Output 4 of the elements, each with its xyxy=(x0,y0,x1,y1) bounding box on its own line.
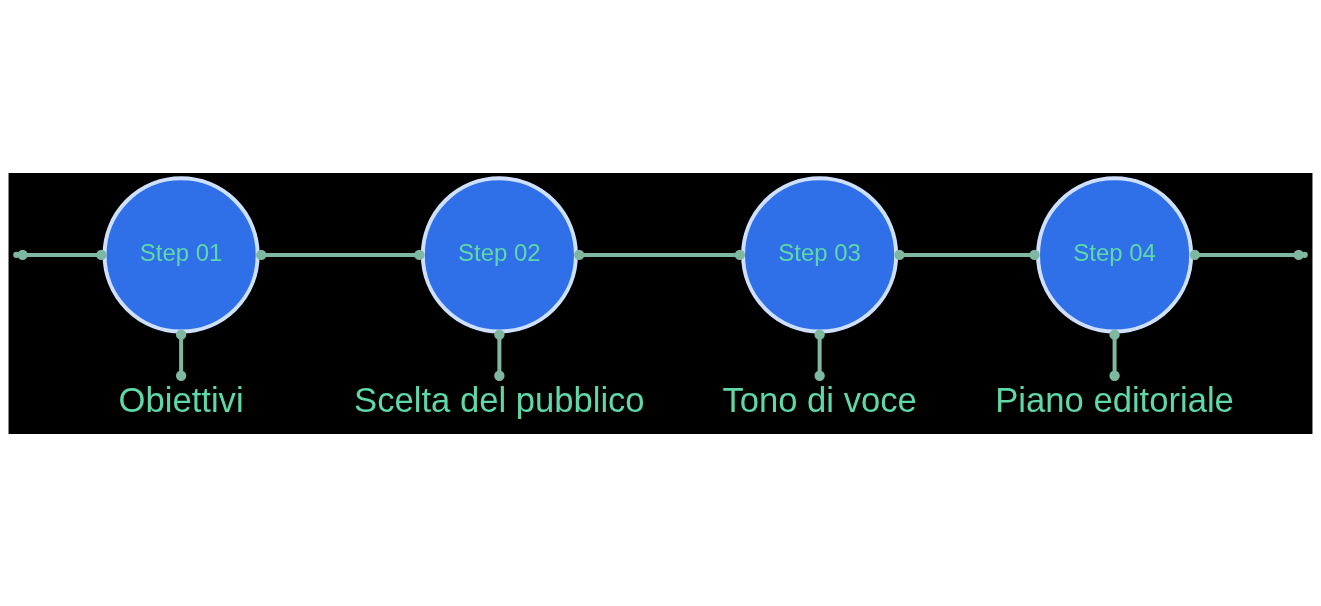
node-text: Tono di voce xyxy=(722,380,917,419)
node-text: Obiettivi xyxy=(118,380,244,419)
node-text: Piano editoriale xyxy=(995,380,1234,419)
node-text: Scelta del pubblico xyxy=(354,380,645,419)
